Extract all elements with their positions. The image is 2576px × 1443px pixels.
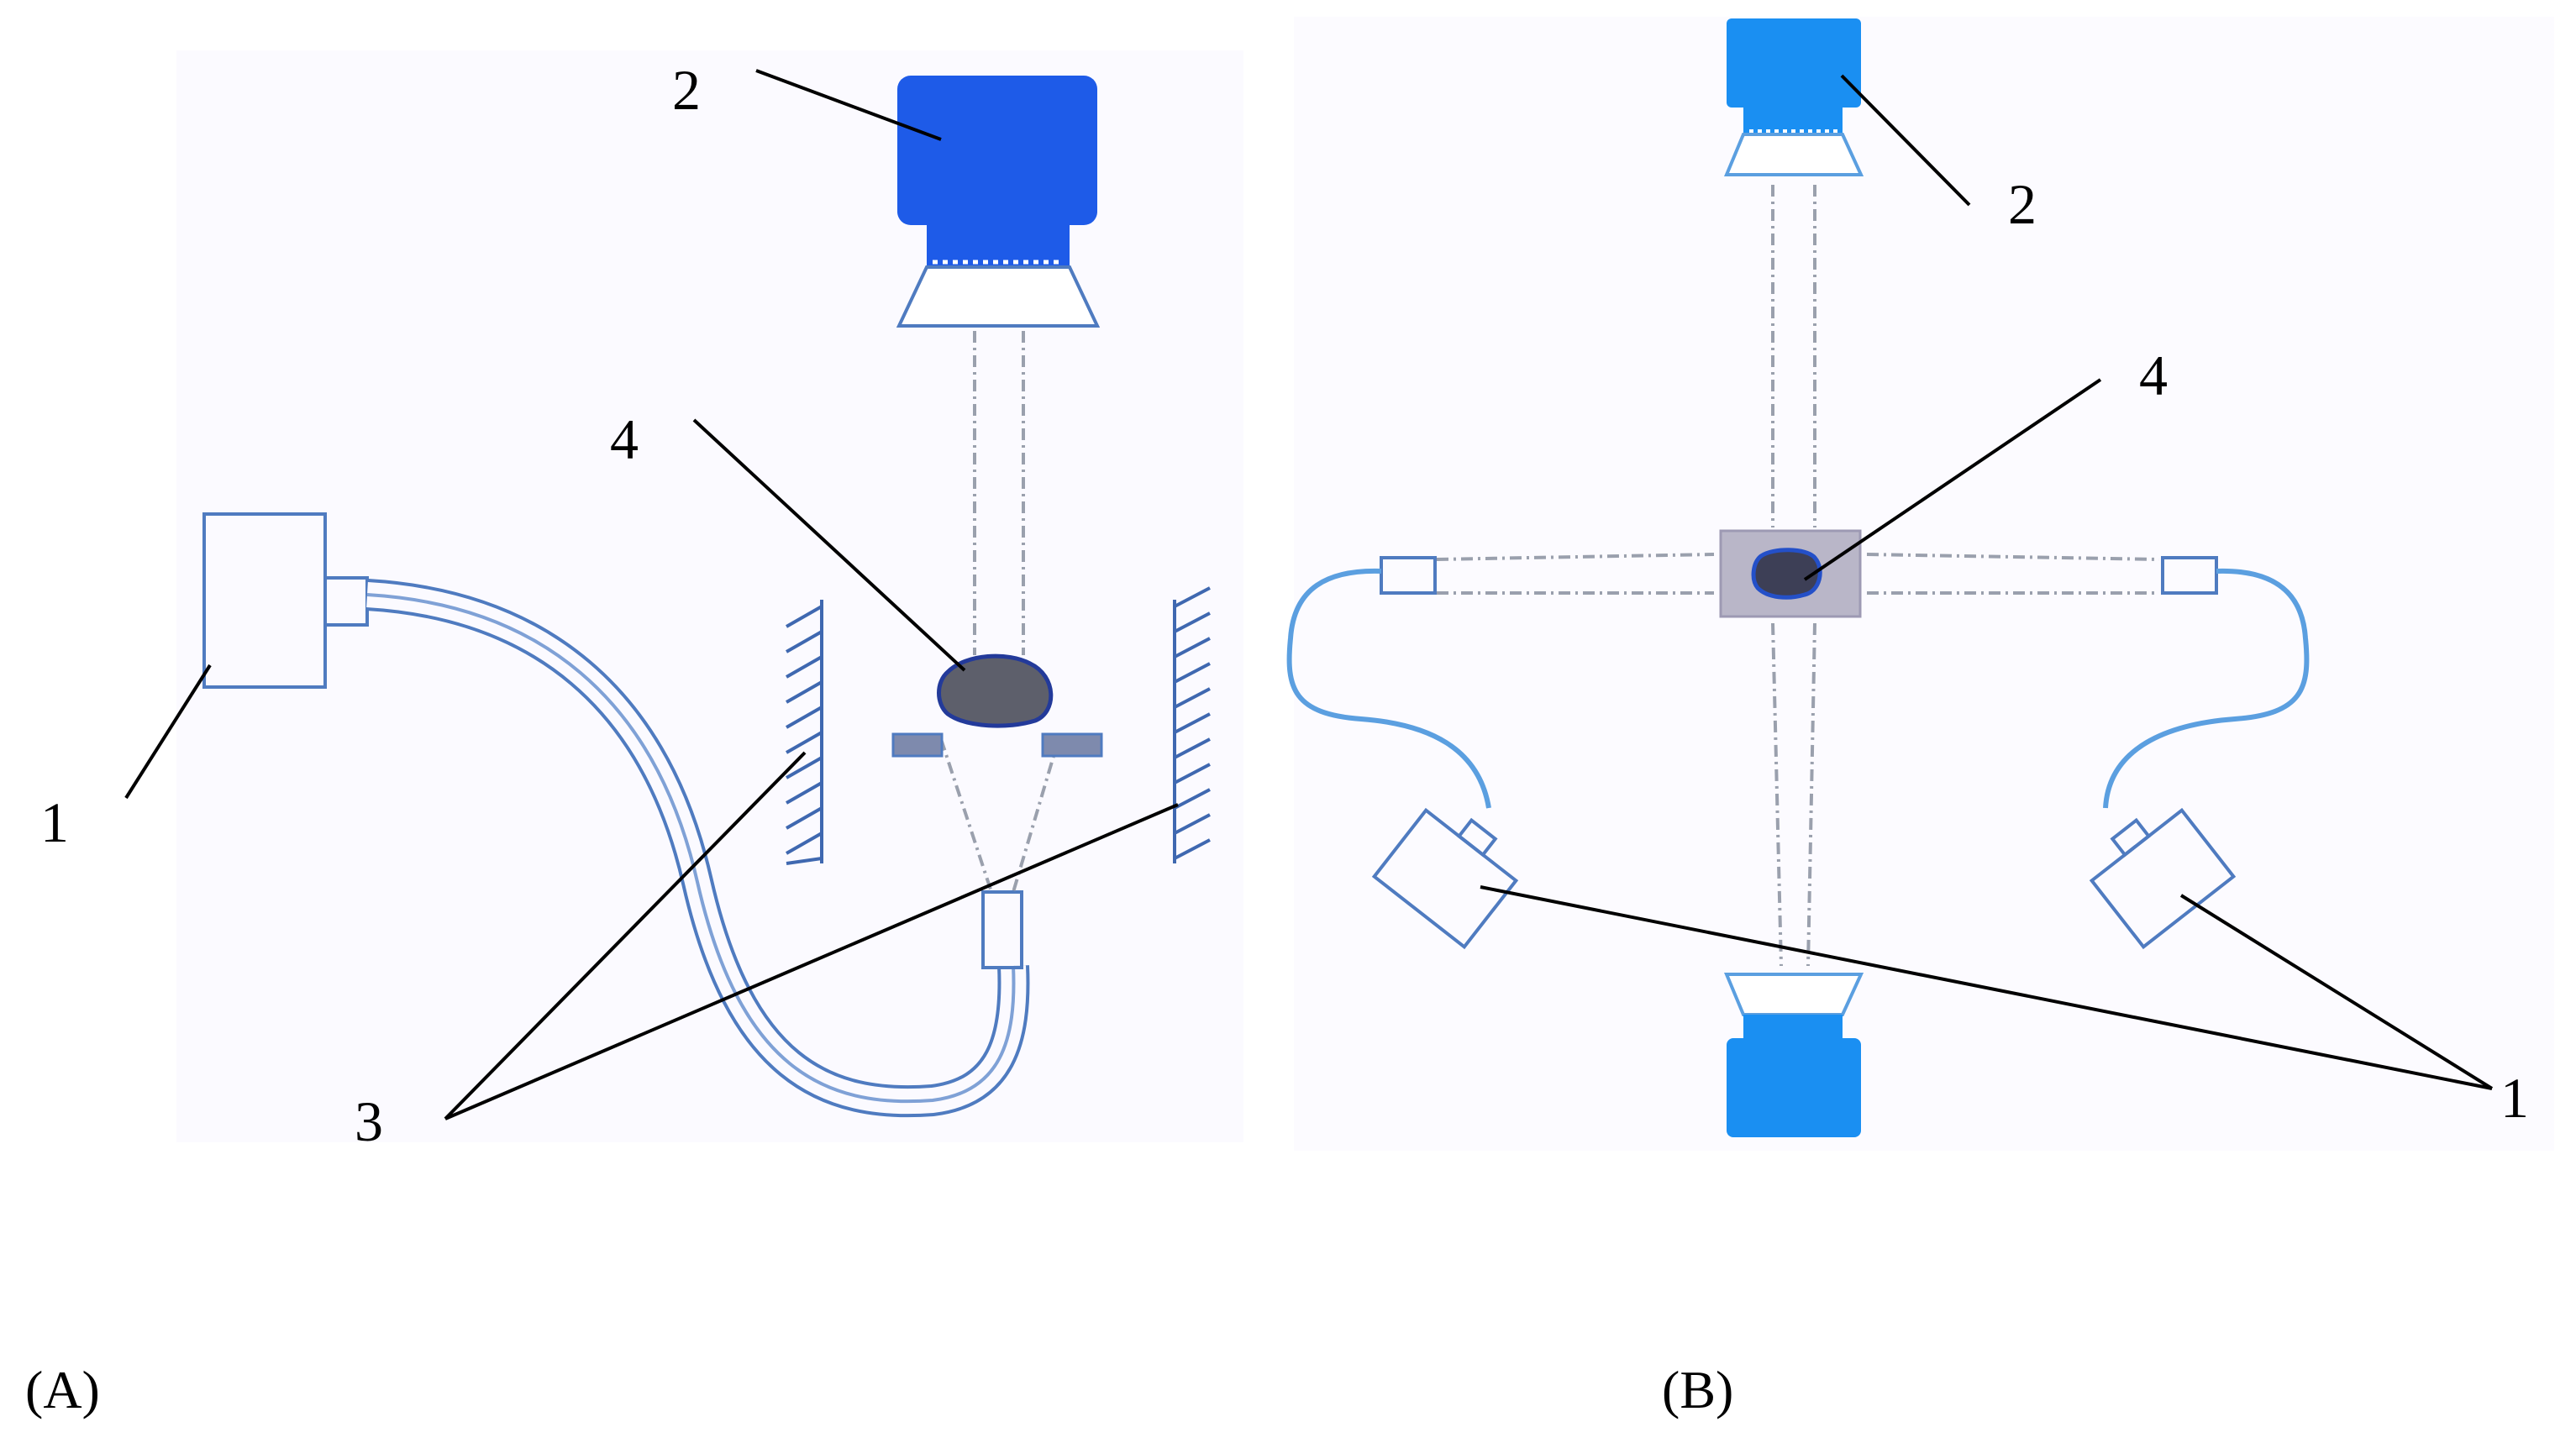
panel-a-leader-1: [124, 664, 212, 800]
panel-a-leader-4: [692, 418, 966, 672]
panel-a-leader-3a: [444, 751, 807, 1120]
panel-a-leader-3b: [444, 803, 1179, 1120]
panel-a-holder-left: [891, 732, 944, 758]
panel-b-label-4: 4: [2139, 344, 2168, 407]
panel-b-beam-left-top: [1436, 553, 1715, 561]
panel-a-sample: [937, 653, 1054, 728]
panel-a-mirror-left: [786, 600, 823, 865]
panel-a-leader-2: [755, 69, 942, 141]
panel-b-emitter-right: [2161, 556, 2218, 595]
panel-b-label-2: 2: [2008, 172, 2037, 236]
panel-a-label-3: 3: [355, 1089, 383, 1153]
panel-b-caption: (B): [1662, 1360, 1733, 1419]
panel-b-beam-right-top: [1866, 553, 2160, 561]
panel-a-emitter: [981, 890, 1023, 969]
panel-b-leader-2: [1840, 74, 1971, 207]
panel-b-label-1: 1: [2500, 1066, 2529, 1130]
panel-a-beam-bottom-left: [939, 738, 993, 893]
panel-b-sample: [1751, 548, 1822, 600]
panel-b-beam-down-right: [1806, 622, 1816, 967]
panel-b-leader-4: [1803, 378, 2102, 581]
panel-a-label-4: 4: [610, 407, 639, 471]
panel-b-fiber-right: [2103, 568, 2310, 809]
panel-b-beam-down-left: [1771, 622, 1783, 967]
panel-b-light-source-right: [2089, 807, 2237, 950]
panel-b-light-source-left: [1371, 807, 1519, 950]
panel-b-background: [1294, 17, 2554, 1151]
panel-a-label-2: 2: [672, 58, 701, 122]
panel-b-camera-top: [1724, 18, 1864, 176]
panel-b-leader-1b: [2179, 894, 2494, 1090]
panel-a-camera: [896, 76, 1101, 328]
panel-a-beam-bottom-right: [1012, 738, 1060, 893]
panel-a-mirror-right: [1173, 586, 1211, 863]
panel-b: 1 2 4 (B): [1286, 18, 2529, 1419]
panel-b-leader-1a: [1480, 885, 2493, 1090]
panel-a-holder-right: [1041, 732, 1103, 758]
panel-a-caption: (A): [25, 1360, 100, 1419]
panel-a-label-1: 1: [40, 790, 69, 854]
panel-a-fiber-cable: [365, 579, 1030, 1118]
panel-b-camera-bottom: [1724, 973, 1864, 1137]
panel-a: 1 2 3 4 (A): [25, 58, 1211, 1419]
panel-b-fiber-left: [1286, 568, 1491, 809]
panel-b-emitter-left: [1380, 556, 1437, 595]
